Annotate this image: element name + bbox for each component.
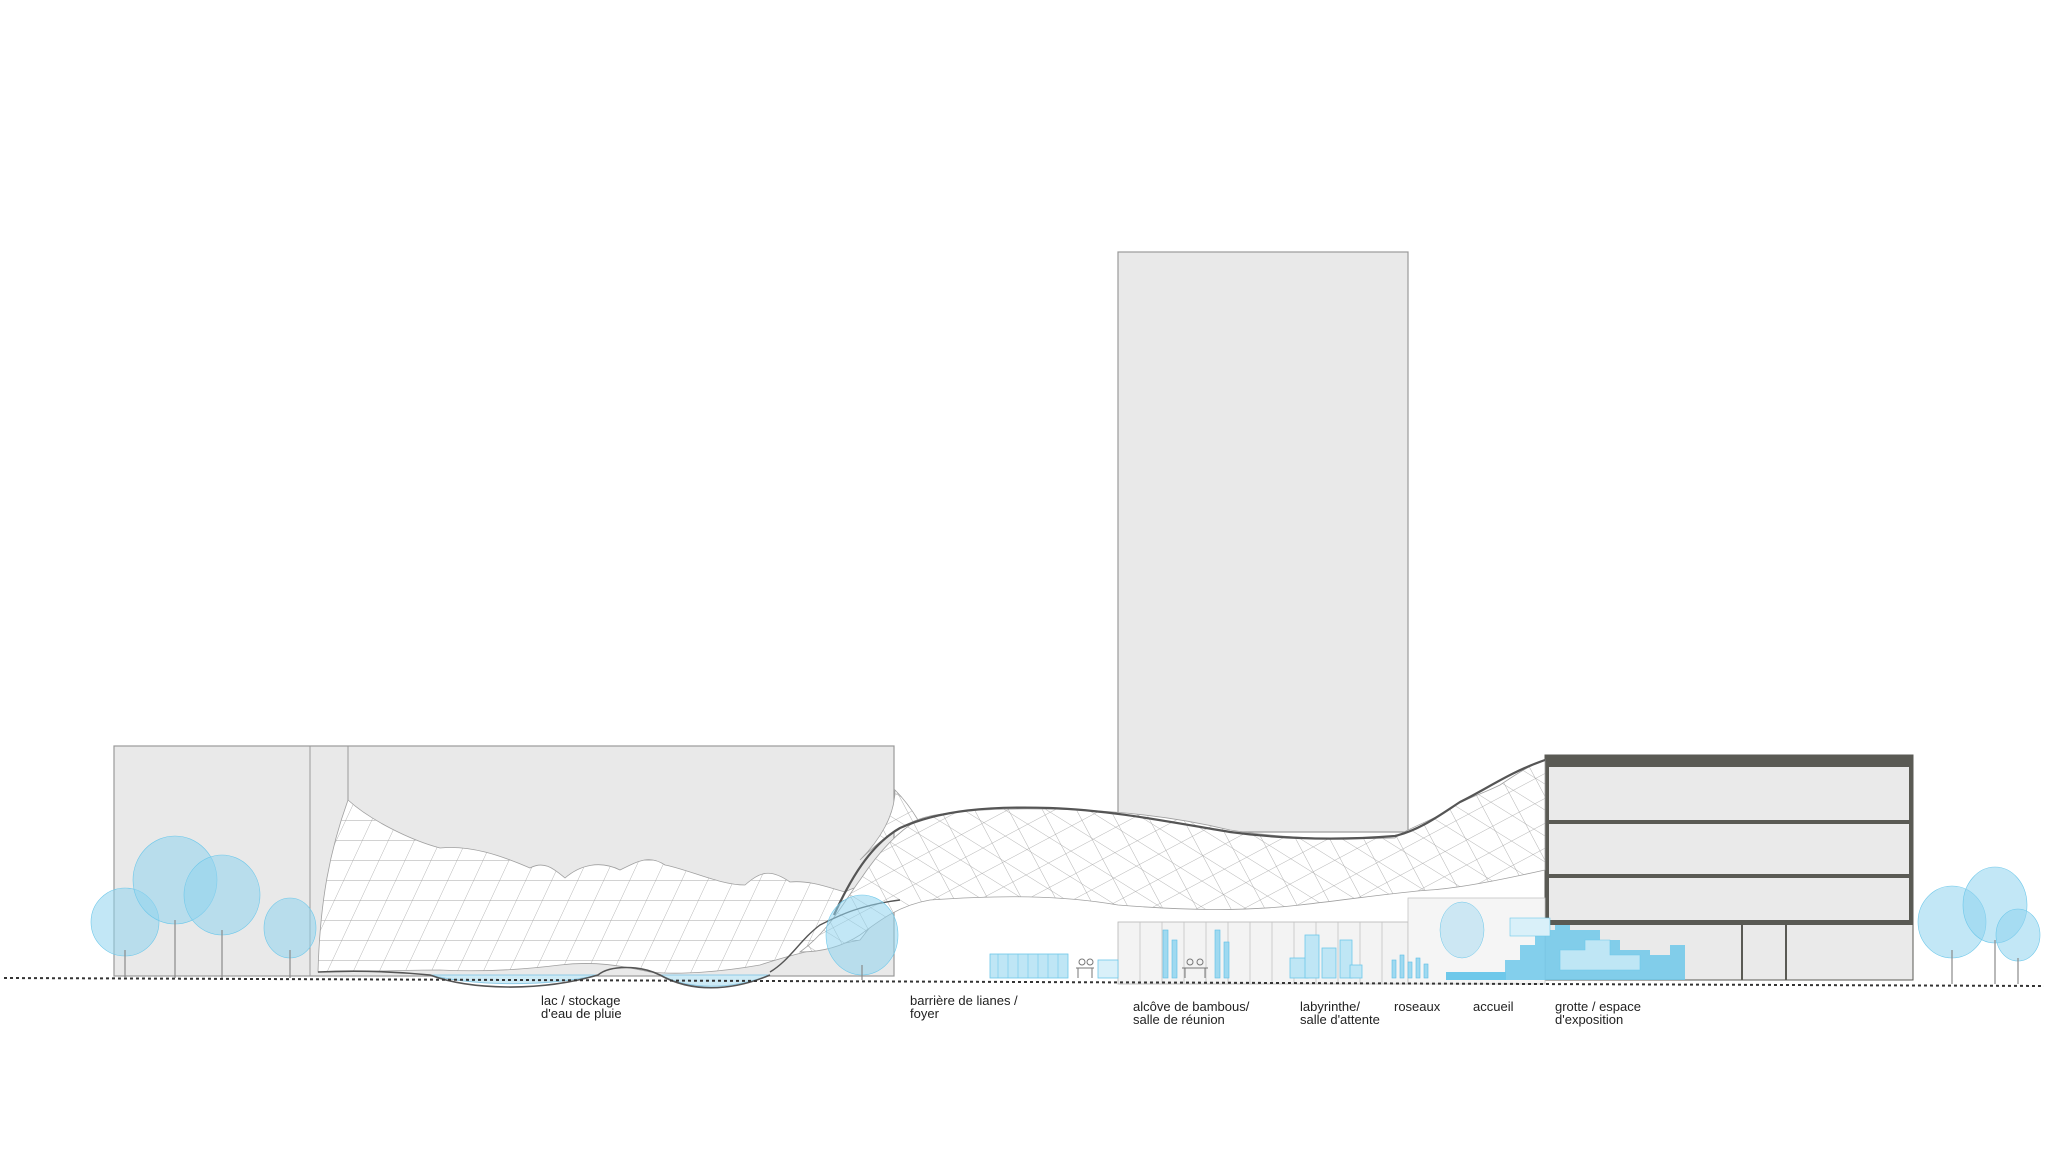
label-bamboo-alcove: alcôve de bambous/salle de réunion	[1133, 999, 1250, 1027]
canopy-mesh-left	[317, 799, 896, 974]
meeting-table-icon	[1182, 958, 1208, 978]
labyrinth-waiting-room	[1289, 934, 1363, 979]
label-liana-barrier: barrière de lianes /foyer	[910, 993, 1018, 1021]
right-office-building	[1544, 754, 1914, 981]
label-reception: accueil	[1473, 999, 1514, 1014]
meeting-table-icon	[1076, 958, 1094, 978]
bamboo-alcove	[1162, 929, 1230, 979]
terrain-section-line	[317, 966, 771, 989]
liana-barrier	[989, 953, 1119, 979]
ground-line	[3, 977, 2045, 987]
roof-outline	[832, 758, 1546, 916]
label-reeds: roseaux	[1394, 999, 1441, 1014]
label-labyrinth: labyrinthe/salle d'attente	[1300, 999, 1380, 1027]
tall-tower-building	[1117, 251, 1409, 833]
grotto-exhibition-space	[1505, 917, 1685, 980]
reeds	[1391, 954, 1429, 979]
reception	[1439, 901, 1506, 980]
tree-trunks	[124, 920, 2019, 984]
tree-icon	[90, 835, 2041, 976]
